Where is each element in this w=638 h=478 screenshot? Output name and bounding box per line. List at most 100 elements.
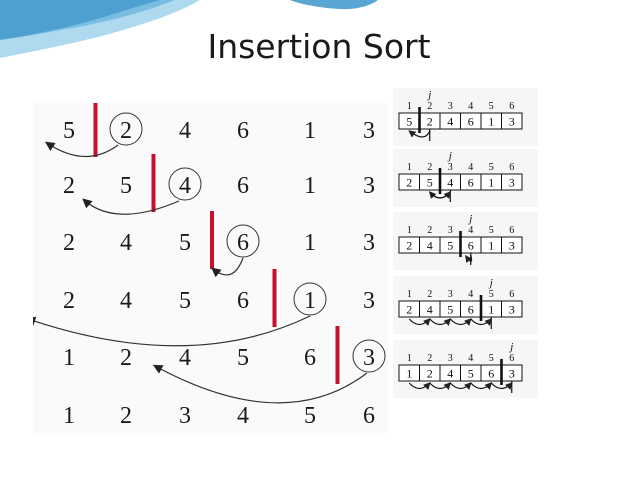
shift-arrow bbox=[429, 191, 452, 199]
left-row-value: 4 bbox=[179, 173, 191, 199]
array-index-label: 3 bbox=[448, 289, 453, 300]
array-index-label: 1 bbox=[407, 162, 412, 173]
array-cell-value: 5 bbox=[406, 115, 412, 129]
array-cell-value: 4 bbox=[447, 176, 453, 190]
array-cell-value: 2 bbox=[406, 239, 412, 253]
left-row-value: 1 bbox=[304, 230, 316, 256]
array-cell-value: 6 bbox=[488, 367, 494, 381]
left-row-value: 3 bbox=[363, 230, 375, 256]
shift-arrow bbox=[470, 382, 493, 390]
array-cell-value: 3 bbox=[509, 115, 515, 129]
array-index-label: 1 bbox=[407, 101, 412, 112]
array-cell-value: 4 bbox=[427, 239, 433, 253]
array-index-label: 5 bbox=[489, 101, 494, 112]
pointer-j-label: j bbox=[447, 150, 452, 162]
array-index-label: 2 bbox=[427, 353, 432, 364]
shift-arrow bbox=[449, 318, 472, 326]
array-cell-value: 6 bbox=[468, 239, 474, 253]
left-row-value: 5 bbox=[179, 288, 191, 314]
array-cell-value: 1 bbox=[488, 303, 494, 317]
array-cell-value: 1 bbox=[488, 115, 494, 129]
left-row-value: 3 bbox=[363, 288, 375, 314]
array-index-label: 2 bbox=[427, 225, 432, 236]
array-cell-value: 2 bbox=[406, 176, 412, 190]
pointer-j-label: j bbox=[488, 277, 493, 289]
array-index-label: 6 bbox=[509, 353, 514, 364]
array-index-label: 1 bbox=[407, 353, 412, 364]
left-row-value: 2 bbox=[120, 403, 132, 429]
array-index-label: 3 bbox=[448, 162, 453, 173]
pointer-j-label: j bbox=[508, 341, 513, 353]
slide-title: Insertion Sort bbox=[207, 27, 431, 66]
array-index-label: 6 bbox=[509, 162, 514, 173]
array-index-label: 1 bbox=[407, 289, 412, 300]
move-arrow bbox=[211, 257, 244, 278]
array-index-label: 4 bbox=[468, 101, 473, 112]
left-row-value: 4 bbox=[120, 230, 132, 256]
array-cell-value: 5 bbox=[447, 303, 453, 317]
array-cell-value: 2 bbox=[406, 303, 412, 317]
array-index-label: 2 bbox=[427, 162, 432, 173]
array-index-label: 2 bbox=[427, 101, 432, 112]
array-index-label: 3 bbox=[448, 101, 453, 112]
left-row-value: 6 bbox=[237, 118, 249, 144]
key-circle bbox=[293, 282, 327, 316]
shift-arrow bbox=[449, 382, 472, 390]
array-cell-value: 6 bbox=[468, 115, 474, 129]
array-index-label: 4 bbox=[468, 162, 473, 173]
array-cell-value: 6 bbox=[468, 176, 474, 190]
array-index-label: 4 bbox=[468, 225, 473, 236]
array-cell-value: 4 bbox=[427, 303, 433, 317]
left-row-value: 1 bbox=[304, 173, 316, 199]
shift-arrow bbox=[408, 382, 431, 390]
left-row-value: 1 bbox=[304, 118, 316, 144]
shift-arrow bbox=[429, 382, 452, 390]
array-index-label: 3 bbox=[448, 225, 453, 236]
left-row-value: 2 bbox=[63, 230, 75, 256]
array-cell-value: 1 bbox=[406, 367, 412, 381]
left-row-value: 6 bbox=[237, 230, 249, 256]
left-row-value: 5 bbox=[63, 118, 75, 144]
pointer-j-label: j bbox=[426, 89, 431, 101]
shift-arrow bbox=[408, 130, 431, 138]
key-circle bbox=[109, 112, 143, 146]
shift-arrow bbox=[429, 318, 452, 326]
array-index-label: 4 bbox=[468, 353, 473, 364]
left-row-value: 3 bbox=[179, 403, 191, 429]
array-index-label: 5 bbox=[489, 162, 494, 173]
left-row-value: 2 bbox=[63, 173, 75, 199]
array-index-label: 6 bbox=[509, 101, 514, 112]
array-index-label: 5 bbox=[489, 289, 494, 300]
array-cell-value: 5 bbox=[468, 367, 474, 381]
key-circle bbox=[352, 339, 386, 373]
shift-arrow bbox=[470, 318, 493, 326]
header-wave-light bbox=[0, 0, 200, 58]
array-index-label: 4 bbox=[468, 289, 473, 300]
left-row-value: 4 bbox=[120, 288, 132, 314]
left-row-value: 6 bbox=[237, 288, 249, 314]
header-wave-right bbox=[290, 0, 378, 10]
left-row-value: 1 bbox=[63, 345, 75, 371]
left-row-value: 2 bbox=[63, 288, 75, 314]
left-row-value: 3 bbox=[363, 173, 375, 199]
left-row-value: 6 bbox=[304, 345, 316, 371]
array-index-label: 3 bbox=[448, 353, 453, 364]
array-cell-value: 3 bbox=[509, 176, 515, 190]
left-row-value: 6 bbox=[363, 403, 375, 429]
array-cell-value: 2 bbox=[427, 367, 433, 381]
array-cell-value: 2 bbox=[427, 115, 433, 129]
left-row-value: 5 bbox=[237, 345, 249, 371]
left-row-value: 3 bbox=[363, 118, 375, 144]
array-cell-value: 3 bbox=[509, 303, 515, 317]
key-circle bbox=[226, 224, 260, 258]
shift-arrow bbox=[465, 254, 473, 263]
left-row-value: 4 bbox=[237, 403, 249, 429]
move-arrow bbox=[152, 364, 368, 404]
shift-arrow bbox=[490, 382, 513, 390]
left-row-value: 2 bbox=[120, 345, 132, 371]
array-cell-value: 3 bbox=[509, 367, 515, 381]
left-row-value: 6 bbox=[237, 173, 249, 199]
left-row-value: 5 bbox=[304, 403, 316, 429]
